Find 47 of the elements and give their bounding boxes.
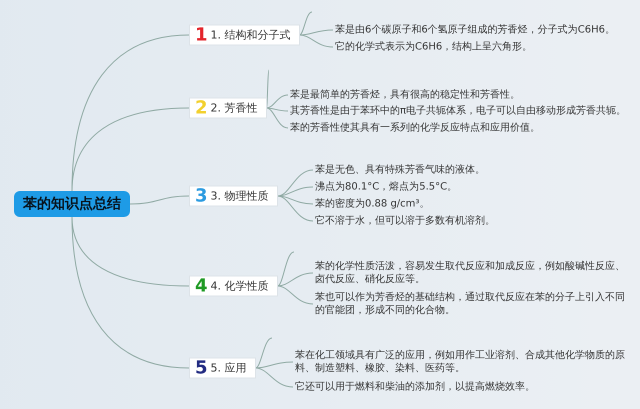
connector-line [266, 108, 288, 128]
connector-line [266, 94, 288, 108]
connector-line [277, 196, 314, 204]
topic-box [189, 276, 278, 296]
topic-box [189, 358, 256, 378]
note-text: 苯的化学性质活泼，容易发生取代反应和加成反应，例如酸碱性反应、卤代反应、硝化反应等。 [313, 260, 634, 286]
connector-line [277, 272, 314, 286]
note-text: 沸点为80.1°C，熔点为5.5°C。 [313, 180, 458, 194]
note-text: 苯的密度为0.88 g/cm³。 [313, 198, 430, 210]
connector-line [299, 34, 334, 48]
connector-line [255, 362, 294, 368]
number-marker: 3 [195, 187, 208, 205]
connector-line [255, 368, 294, 388]
note-text: 它还可以用于燃料和柴油的添加剂，以提高燃烧效率。 [293, 380, 535, 394]
connector-line [299, 12, 312, 36]
number-marker: 1 [195, 26, 208, 44]
connector-line [130, 196, 190, 204]
topic-label: 2. 芳香性 [210, 101, 258, 115]
topic-box [189, 24, 300, 46]
connector-line [277, 196, 314, 222]
connector-line [255, 338, 272, 368]
connector-line [72, 216, 190, 368]
connector-line [299, 30, 334, 36]
note-text: 它不溶于水，但可以溶于多数有机溶剂。 [313, 214, 495, 228]
central-topic: 苯的知识点总结 [14, 191, 130, 217]
number-marker: 4 [195, 277, 208, 295]
connector-line [266, 108, 288, 112]
note-text: 其芳香性是由于苯环中的π电子共轭体系，电子可以自由移动形成芳香共轭。 [288, 104, 626, 118]
note-text: 苯的芳香性使其具有一系列的化学反应特点和应用价值。 [288, 122, 540, 134]
topic-label: 4. 化学性质 [210, 279, 269, 293]
note-text: 苯在化工领域具有广泛的应用，例如用作工业溶剂、合成其他化学物质的原料、制造塑料、橡胶、染料、医药等。 [293, 349, 634, 375]
connector-line [277, 286, 314, 304]
connector-line [72, 108, 190, 192]
topic-label: 5. 应用 [210, 361, 247, 375]
connector-line [277, 170, 314, 196]
note-text: 苯是最简单的芳香烃，具有很高的稳定性和芳香性。 [288, 88, 520, 102]
note-text: 它的化学式表示为C6H6，结构上呈六角形。 [333, 40, 532, 54]
connector-line [277, 252, 294, 286]
note-text: 苯是由6个碳原子和6个氢原子组成的芳香烃，分子式为C6H6。 [333, 24, 615, 36]
note-text: 苯也可以作为芳香烃的基础结构，通过取代反应在苯的分子上引入不同的官能团，形成不同的化合物。 [313, 291, 634, 317]
note-text: 苯是无色、具有特殊芳香气味的液体。 [313, 164, 485, 176]
topic-label: 1. 结构和分子式 [210, 28, 291, 42]
topic-box [189, 186, 278, 206]
number-marker: 2 [195, 99, 208, 117]
number-marker: 5 [195, 359, 208, 377]
topic-label: 3. 物理性质 [210, 189, 269, 203]
topic-box [189, 98, 267, 118]
